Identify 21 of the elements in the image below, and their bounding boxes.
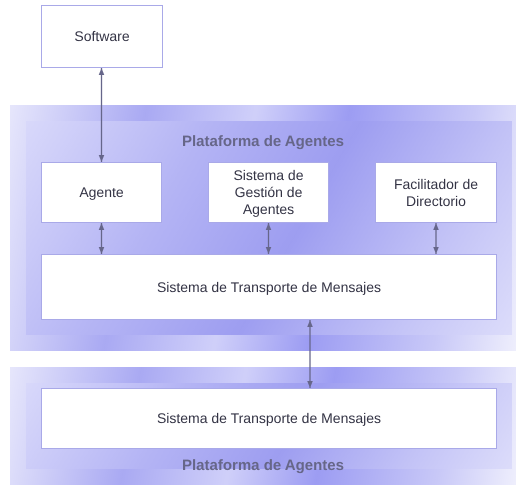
box-label: Agente bbox=[79, 184, 124, 201]
arrow bbox=[433, 223, 439, 254]
component-box bbox=[41, 5, 163, 68]
platform-title: Plataforma de Agentes bbox=[181, 133, 345, 150]
box-label: Sistema de Gestión de Agentes bbox=[232, 167, 305, 218]
arrow bbox=[266, 223, 272, 254]
component-box bbox=[41, 388, 497, 449]
arrow bbox=[98, 223, 104, 254]
box-label: Sistema de Transporte de Mensajes bbox=[156, 410, 382, 427]
platform-panel bbox=[10, 367, 516, 485]
box-label: Sistema de Transporte de Mensajes bbox=[156, 278, 382, 296]
component-box bbox=[375, 162, 497, 223]
component-box bbox=[208, 162, 329, 223]
component-box bbox=[41, 254, 497, 320]
platform-title: Plataforma de Agentes bbox=[181, 457, 345, 474]
box-label: Facilitador de Directorio bbox=[392, 176, 480, 210]
box-label: Software bbox=[74, 28, 130, 45]
arrow bbox=[307, 320, 313, 388]
component-box bbox=[41, 162, 162, 223]
platform-panel bbox=[10, 105, 516, 351]
arrow bbox=[98, 68, 104, 162]
